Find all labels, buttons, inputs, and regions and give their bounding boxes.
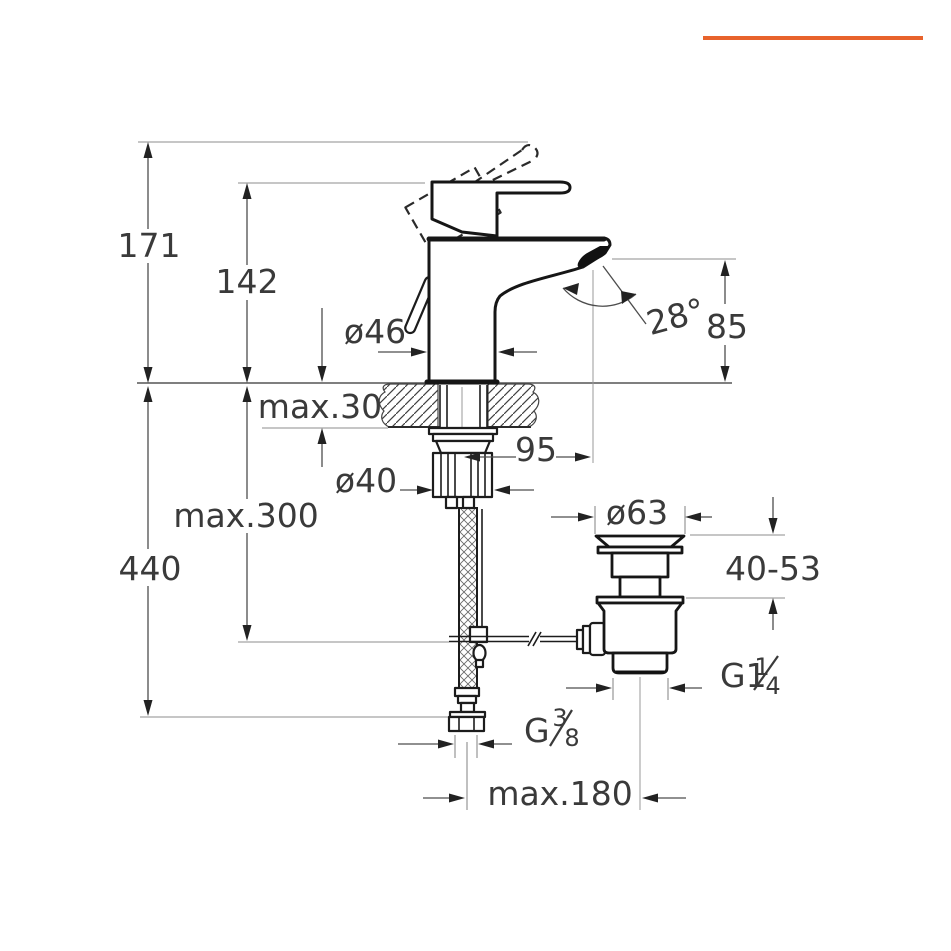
- dim-hose-length: 440: [119, 386, 182, 716]
- handle-lever: [430, 180, 572, 238]
- dim-spout-height: 85: [706, 260, 748, 382]
- dim-base-diameter: ø46: [344, 312, 537, 357]
- mounting-hardware: [427, 385, 499, 510]
- fraction-slash: [753, 655, 779, 691]
- dim-deck-thickness: max.30: [258, 308, 382, 467]
- supply-hose: [447, 507, 487, 733]
- dim-label-171: 171: [118, 226, 181, 265]
- pop-up-linkage: [449, 509, 607, 669]
- waste-assembly: [594, 534, 686, 675]
- dim-total-height: 171: [118, 142, 181, 383]
- spout-angle-annotation: 28°: [562, 265, 709, 343]
- accent-bar: [703, 36, 923, 40]
- aerator: [577, 246, 609, 268]
- dim-label-85: 85: [706, 307, 748, 346]
- dim-waste-cap-diameter: ø63: [551, 493, 712, 532]
- waste-tailpipe: [611, 651, 669, 675]
- counter-hatch-left: [378, 383, 439, 428]
- dim-label-max300: max.300: [173, 496, 318, 535]
- waste-thread-prefix: G1: [720, 656, 767, 695]
- fraction-slash: [549, 709, 573, 747]
- dim-label-d46: ø46: [344, 312, 406, 351]
- waste-body: [596, 601, 684, 655]
- supply-thread-denominator: 8: [564, 724, 579, 752]
- mounting-nut: [431, 451, 494, 499]
- dim-rod-reach: max.180: [423, 774, 686, 813]
- supply-nut: [447, 715, 486, 733]
- faucet-body: [404, 143, 612, 385]
- dim-label-142: 142: [216, 262, 279, 301]
- dim-supply-thread: G 3 8: [398, 704, 580, 752]
- dim-label-d40: ø40: [335, 461, 397, 500]
- rod-clevis: [468, 625, 489, 644]
- dim-label-440: 440: [119, 549, 182, 588]
- dim-label-95: 95: [515, 430, 557, 469]
- dim-body-height: 142: [216, 183, 279, 383]
- waste-thread-denominator: 4: [765, 672, 780, 700]
- dim-label-max180: max.180: [487, 774, 632, 813]
- dim-waste-height-range: 40-53: [725, 497, 821, 630]
- supply-thread-prefix: G: [524, 711, 550, 750]
- counter-hatch-right: [487, 383, 540, 428]
- dim-label-d63: ø63: [606, 493, 668, 532]
- dim-label-40-53: 40-53: [725, 549, 821, 588]
- dim-waste-thread: G1 1 4: [566, 653, 781, 700]
- dim-spout-reach: 95: [464, 430, 591, 469]
- dim-locknut-diameter: ø40: [335, 461, 534, 500]
- dim-label-spout-angle: 28°: [642, 290, 709, 343]
- braided-hose: [458, 507, 478, 689]
- dim-supply-clearance: max.300: [173, 386, 319, 641]
- counter-section: [378, 383, 540, 428]
- waste-plug-cap: [594, 534, 686, 549]
- dim-label-max30: max.30: [258, 387, 382, 426]
